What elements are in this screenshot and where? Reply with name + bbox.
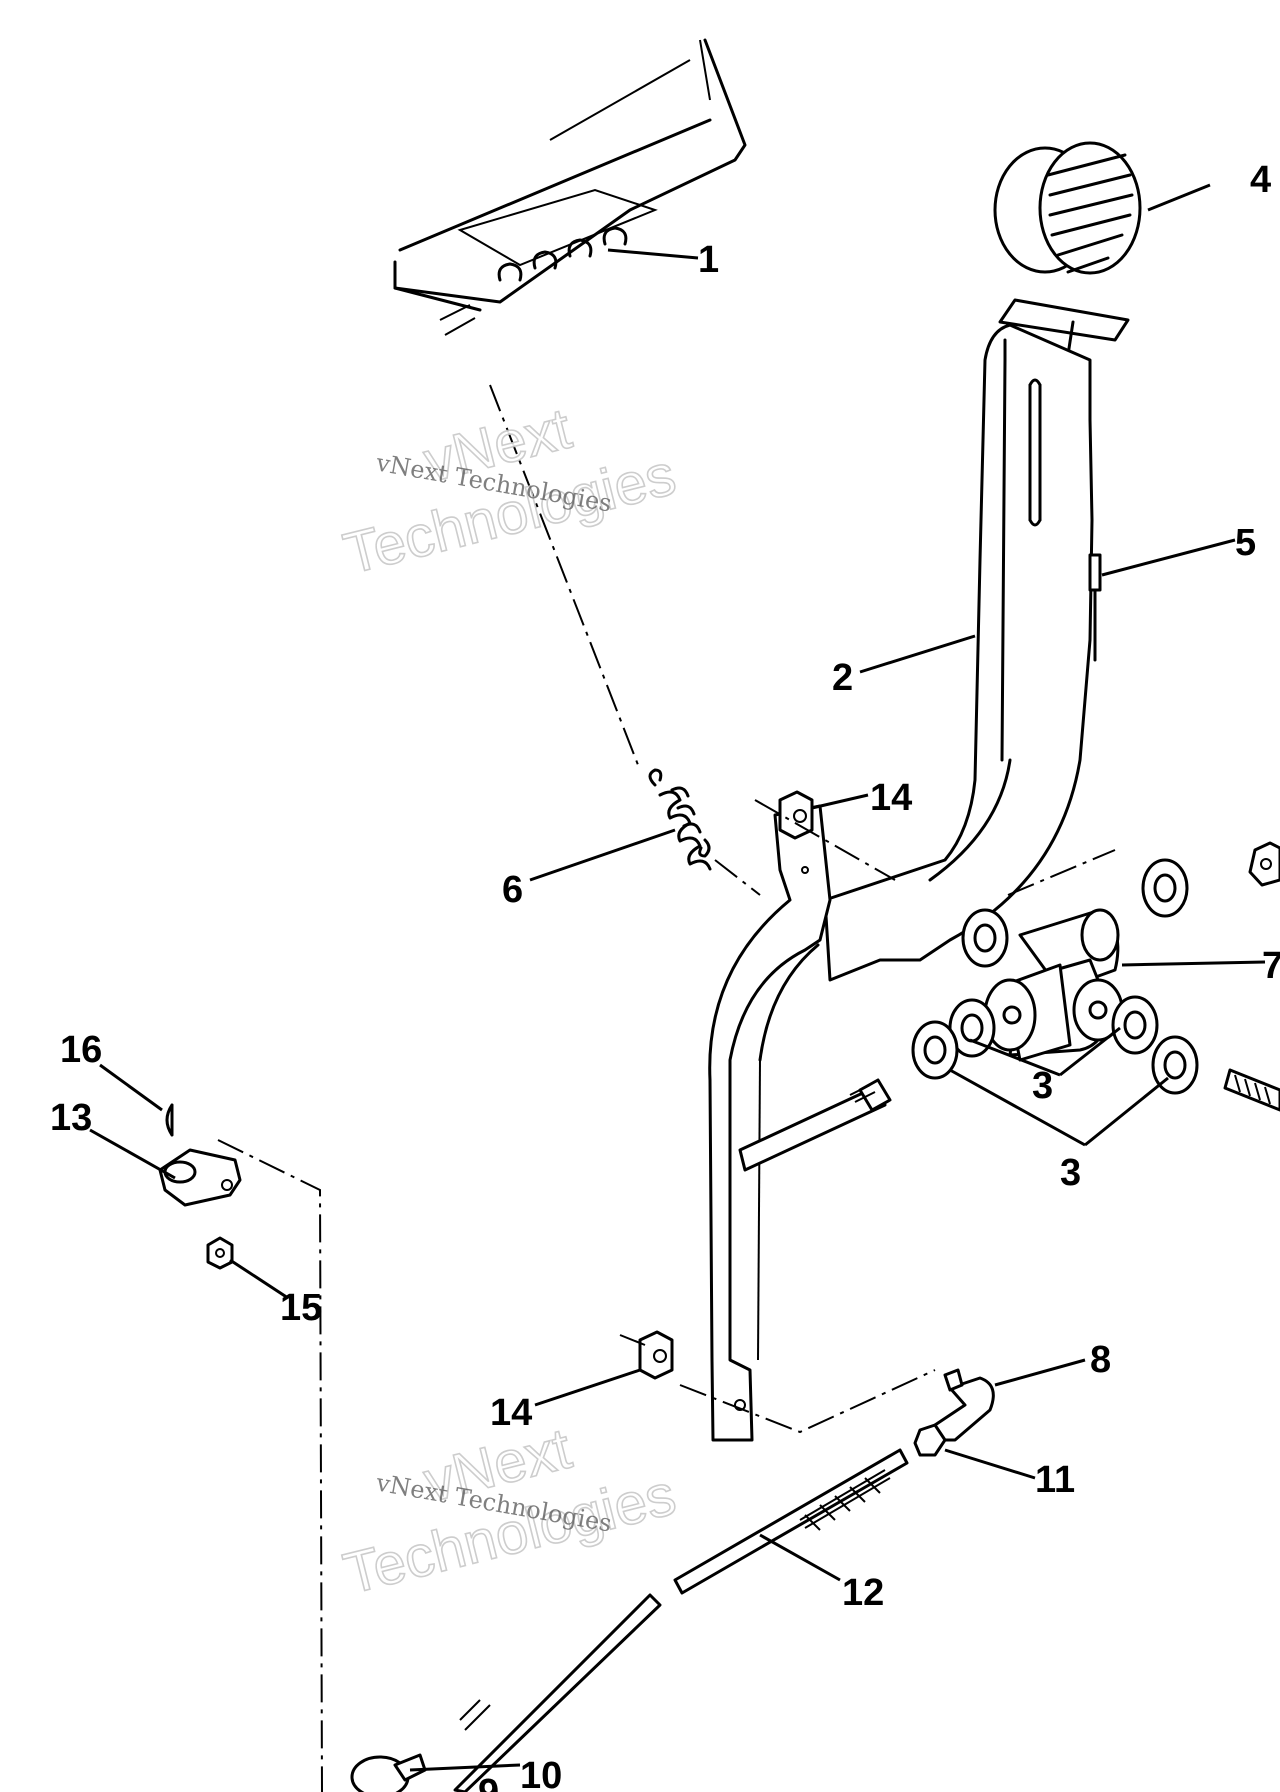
callout-14-upper: 14 bbox=[870, 777, 912, 819]
jam-nut-part-11 bbox=[913, 1423, 947, 1457]
pedal-lower-arm bbox=[708, 804, 832, 1442]
floor-bracket-part-1 bbox=[393, 38, 747, 336]
callout-labels: 1 4 5 2 14 6 7 3 3 16 13 15 8 14 11 12 1… bbox=[50, 159, 1280, 1792]
assembly-lines bbox=[217, 384, 1116, 1792]
callout-1: 1 bbox=[698, 239, 719, 281]
nut-part-14-lower bbox=[638, 1330, 674, 1380]
callout-6: 6 bbox=[502, 869, 523, 911]
callout-16: 16 bbox=[60, 1029, 102, 1071]
callout-13: 13 bbox=[50, 1097, 92, 1139]
callout-5: 5 bbox=[1235, 522, 1256, 564]
callout-3-upper: 3 bbox=[1032, 1065, 1053, 1107]
pedal-pad-part-4 bbox=[993, 141, 1142, 275]
callout-12: 12 bbox=[842, 1572, 884, 1614]
pivot-tube-part-7 bbox=[983, 908, 1124, 1062]
callout-8: 8 bbox=[1090, 1339, 1111, 1381]
callout-3-lower: 3 bbox=[1060, 1152, 1081, 1194]
ball-joint-part-9 bbox=[350, 1753, 427, 1792]
watermark-upper: vNext Technologies vNext Technologies bbox=[337, 395, 683, 588]
pivot-shaft bbox=[738, 1068, 1280, 1172]
washers-part-3 bbox=[911, 858, 1199, 1095]
callout-10: 10 bbox=[520, 1755, 562, 1792]
callout-15: 15 bbox=[280, 1287, 322, 1329]
callout-11: 11 bbox=[1035, 1459, 1075, 1501]
nut-part-15 bbox=[206, 1236, 234, 1270]
pedal-arm-part-2 bbox=[823, 298, 1130, 982]
spring-part-6 bbox=[648, 768, 712, 871]
callout-9: 9 bbox=[478, 1772, 499, 1792]
ball-joint-part-8 bbox=[933, 1368, 995, 1442]
callout-2: 2 bbox=[832, 657, 853, 699]
callout-14-lower: 14 bbox=[490, 1392, 532, 1434]
nut-top-right bbox=[1248, 841, 1280, 887]
callout-4: 4 bbox=[1250, 159, 1271, 201]
pin-part-5 bbox=[1088, 553, 1102, 662]
bracket-part-13 bbox=[158, 1148, 242, 1207]
nut-part-14-upper bbox=[778, 790, 814, 840]
rod-part-12 bbox=[453, 1448, 909, 1792]
callout-7: 7 bbox=[1262, 945, 1280, 987]
clip-part-16 bbox=[165, 1103, 174, 1137]
leader-lines bbox=[89, 183, 1266, 1772]
